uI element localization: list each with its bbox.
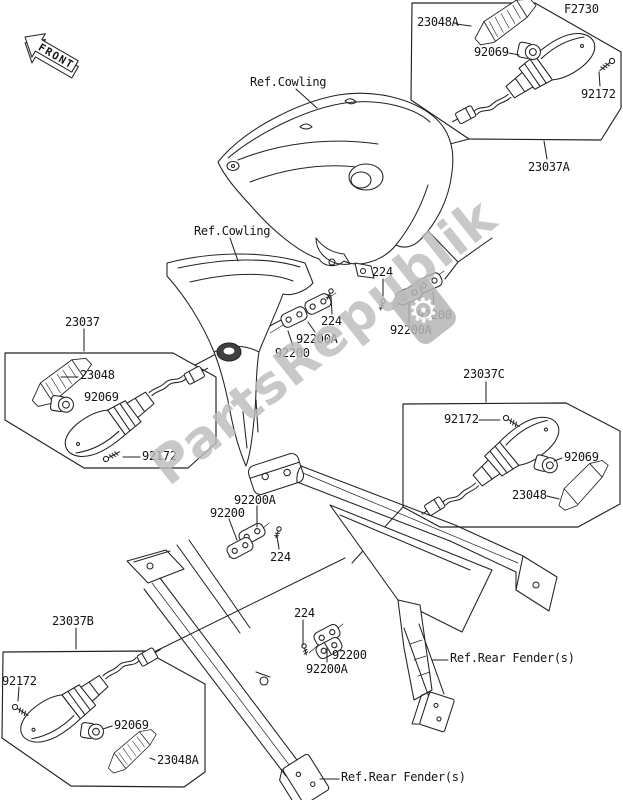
- inset-box-front-left: [4, 352, 217, 469]
- part-label-92172-top: 92172: [581, 87, 616, 101]
- inset-box-rear-right: [402, 402, 621, 528]
- part-label-92200a-a: 92200A: [296, 332, 338, 346]
- bracket-cluster-rear-left: [224, 521, 283, 561]
- part-label-92200a-d: 92200A: [306, 662, 348, 676]
- part-label-92069-bottom: 92069: [114, 718, 149, 732]
- part-label-23037: 23037: [65, 315, 100, 329]
- signal-assembly-rear-right: [408, 407, 619, 527]
- part-label-92069-right: 92069: [564, 450, 599, 464]
- part-label-23048a-bottom: 23048A: [157, 753, 199, 767]
- part-label-23037c: 23037C: [463, 367, 505, 381]
- front-arrow-label: FRONT: [36, 42, 76, 72]
- inset-box-front-right: [410, 2, 622, 141]
- part-label-92200a-b: 92200A: [390, 323, 432, 337]
- rear-cowling-drawing: [166, 253, 375, 467]
- part-label-23048a-top: 23048A: [417, 15, 459, 29]
- part-label-92172-left: 92172: [142, 449, 177, 463]
- part-label-92200a-c: 92200A: [234, 493, 276, 507]
- part-label-92200-d: 92200: [332, 648, 367, 662]
- leader-lines: [17, 23, 601, 780]
- ref-label-cowling-mid: Ref.Cowling: [194, 224, 271, 238]
- part-label-92200-a: 92200: [275, 346, 310, 360]
- rear-frame-fender-drawing: [247, 452, 558, 733]
- part-label-92069-top: 92069: [474, 45, 509, 59]
- ref-label-rear-fender-bottom: Ref.Rear Fender(s): [341, 770, 466, 784]
- ref-label-rear-fender-right: Ref.Rear Fender(s): [450, 651, 575, 665]
- part-label-224-d: 224: [294, 606, 315, 620]
- part-label-224-b: 224: [372, 265, 393, 279]
- bracket-cluster-rear-right: [300, 622, 345, 661]
- bracket-cluster-seat-left: [269, 287, 337, 334]
- signal-assembly-front-right: [440, 0, 617, 135]
- part-label-23048-left: 23048: [80, 368, 115, 382]
- figure-code: F2730: [564, 2, 599, 16]
- part-label-92200-b: 92200: [417, 308, 452, 322]
- part-label-92069-left: 92069: [84, 390, 119, 404]
- part-label-224-a: 224: [321, 314, 342, 328]
- part-label-23037b: 23037B: [52, 614, 94, 628]
- left-fender-stay-drawing: [126, 539, 330, 800]
- part-label-92172-right: 92172: [444, 412, 479, 426]
- part-label-23048-right: 23048: [512, 488, 547, 502]
- ref-label-cowling-top: Ref.Cowling: [250, 75, 327, 89]
- part-label-92172-bottom: 92172: [2, 674, 37, 688]
- part-label-23037a: 23037A: [528, 160, 570, 174]
- signal-assembly-rear-left: [10, 637, 173, 776]
- front-direction-arrow: FRONT: [24, 33, 79, 79]
- front-cowling-drawing: [217, 92, 454, 267]
- part-label-92200-c: 92200: [210, 506, 245, 520]
- part-label-224-c: 224: [270, 550, 291, 564]
